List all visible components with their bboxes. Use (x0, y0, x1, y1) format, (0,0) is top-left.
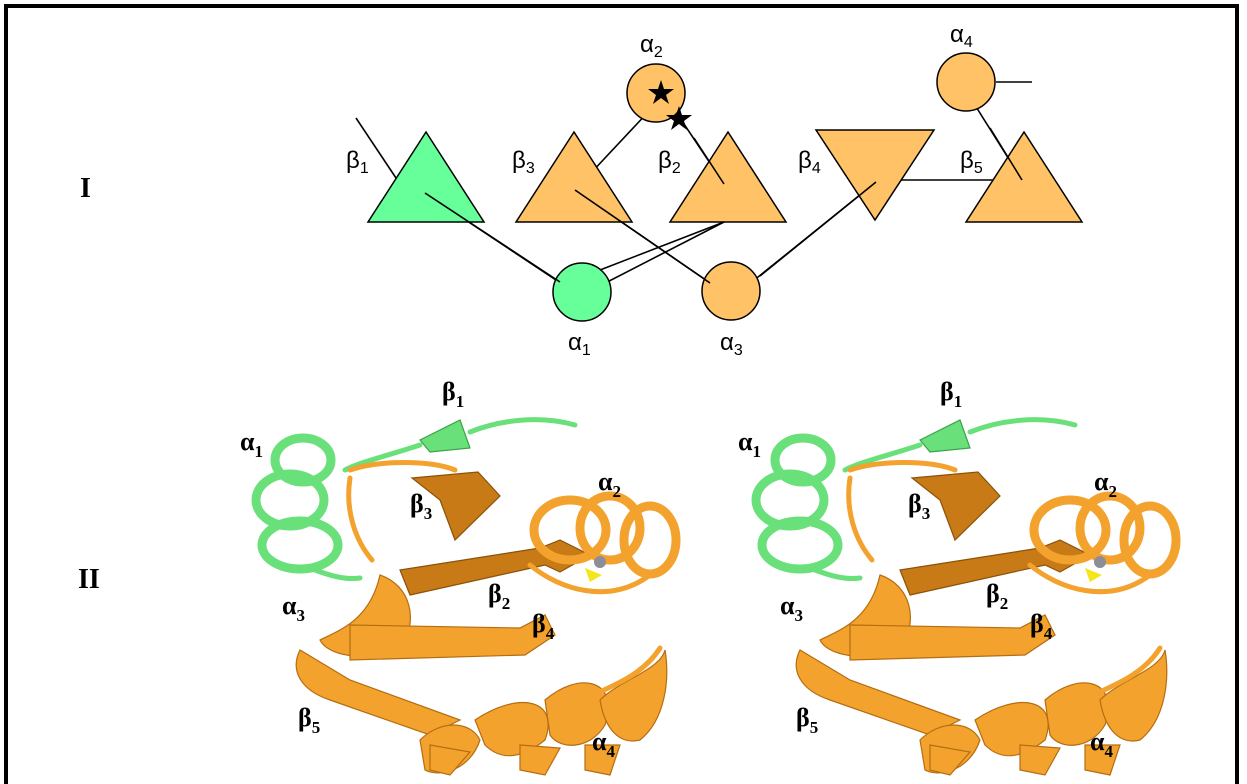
ribbon-label-a3: α3 (282, 591, 305, 625)
label-b4: β4 (798, 147, 821, 177)
ribbon-label-b3: β3 (410, 489, 432, 523)
ribbon-label-a4: α4 (1090, 727, 1114, 761)
topology-diagram: β1 β3 β2 β4 β5 α1 α2 α3 α4 (346, 21, 1084, 359)
label-a2: α2 (640, 31, 663, 61)
n-terminus-line (355, 117, 397, 179)
strand-b4 (814, 129, 936, 222)
panel-label-topology: I (80, 173, 91, 204)
strand-b3 (514, 130, 634, 223)
ribbon-label-b4: β4 (1030, 609, 1053, 643)
ribbon-label-a2: α2 (598, 467, 621, 501)
edge-b3-a3-overlay (574, 189, 711, 284)
ribbon-structure-right (756, 420, 1176, 775)
ribbon-label-a3: α3 (780, 591, 803, 625)
ribbon-label-a1: α1 (240, 427, 263, 461)
ribbon-label-a1: α1 (738, 427, 761, 461)
edge-b5-a4-overlay (989, 127, 1023, 181)
ribbon-label-b2: β2 (488, 579, 510, 613)
strand-b2 (668, 130, 788, 223)
edge-a3-b4-overlay (759, 181, 877, 277)
ribbon-label-a2: α2 (1094, 467, 1117, 501)
ribbon-label-b4: β4 (532, 609, 555, 643)
star-icon (666, 106, 692, 130)
ribbon-label-b5: β5 (298, 703, 320, 737)
label-a4: α4 (950, 21, 973, 51)
edge-b1-a1-overlay (424, 192, 561, 283)
ribbon-label-b1: β1 (442, 377, 464, 411)
ribbon-label-b3: β3 (908, 489, 930, 523)
stereo-labels-right: β1 α1 β3 α2 β2 α3 β4 β5 α4 (738, 377, 1117, 761)
strand-b5 (964, 130, 1084, 223)
edge-b2-a2-overlay (693, 137, 725, 185)
label-a1: α1 (568, 329, 591, 359)
helix-a4 (936, 52, 996, 112)
helix-a3 (701, 261, 761, 321)
panel-label-structure: II (78, 564, 100, 595)
label-b1: β1 (346, 147, 369, 177)
label-b5: β5 (960, 147, 983, 177)
helix-a1 (552, 262, 612, 322)
ribbon-label-b2: β2 (986, 579, 1008, 613)
edge-a1-b2-overlay (599, 221, 725, 271)
stereo-labels-left: β1 α1 β3 α2 β2 α3 β4 β5 α4 (240, 377, 621, 761)
strand-b1 (366, 130, 486, 223)
ribbon-label-b5: β5 (796, 703, 818, 737)
ribbon-label-b1: β1 (940, 377, 962, 411)
label-b2: β2 (658, 147, 681, 177)
label-b3: β3 (512, 147, 535, 177)
star-icon (648, 80, 674, 104)
figure-frame (4, 4, 1239, 784)
label-a3: α3 (720, 329, 743, 359)
ribbon-label-a4: α4 (592, 727, 616, 761)
